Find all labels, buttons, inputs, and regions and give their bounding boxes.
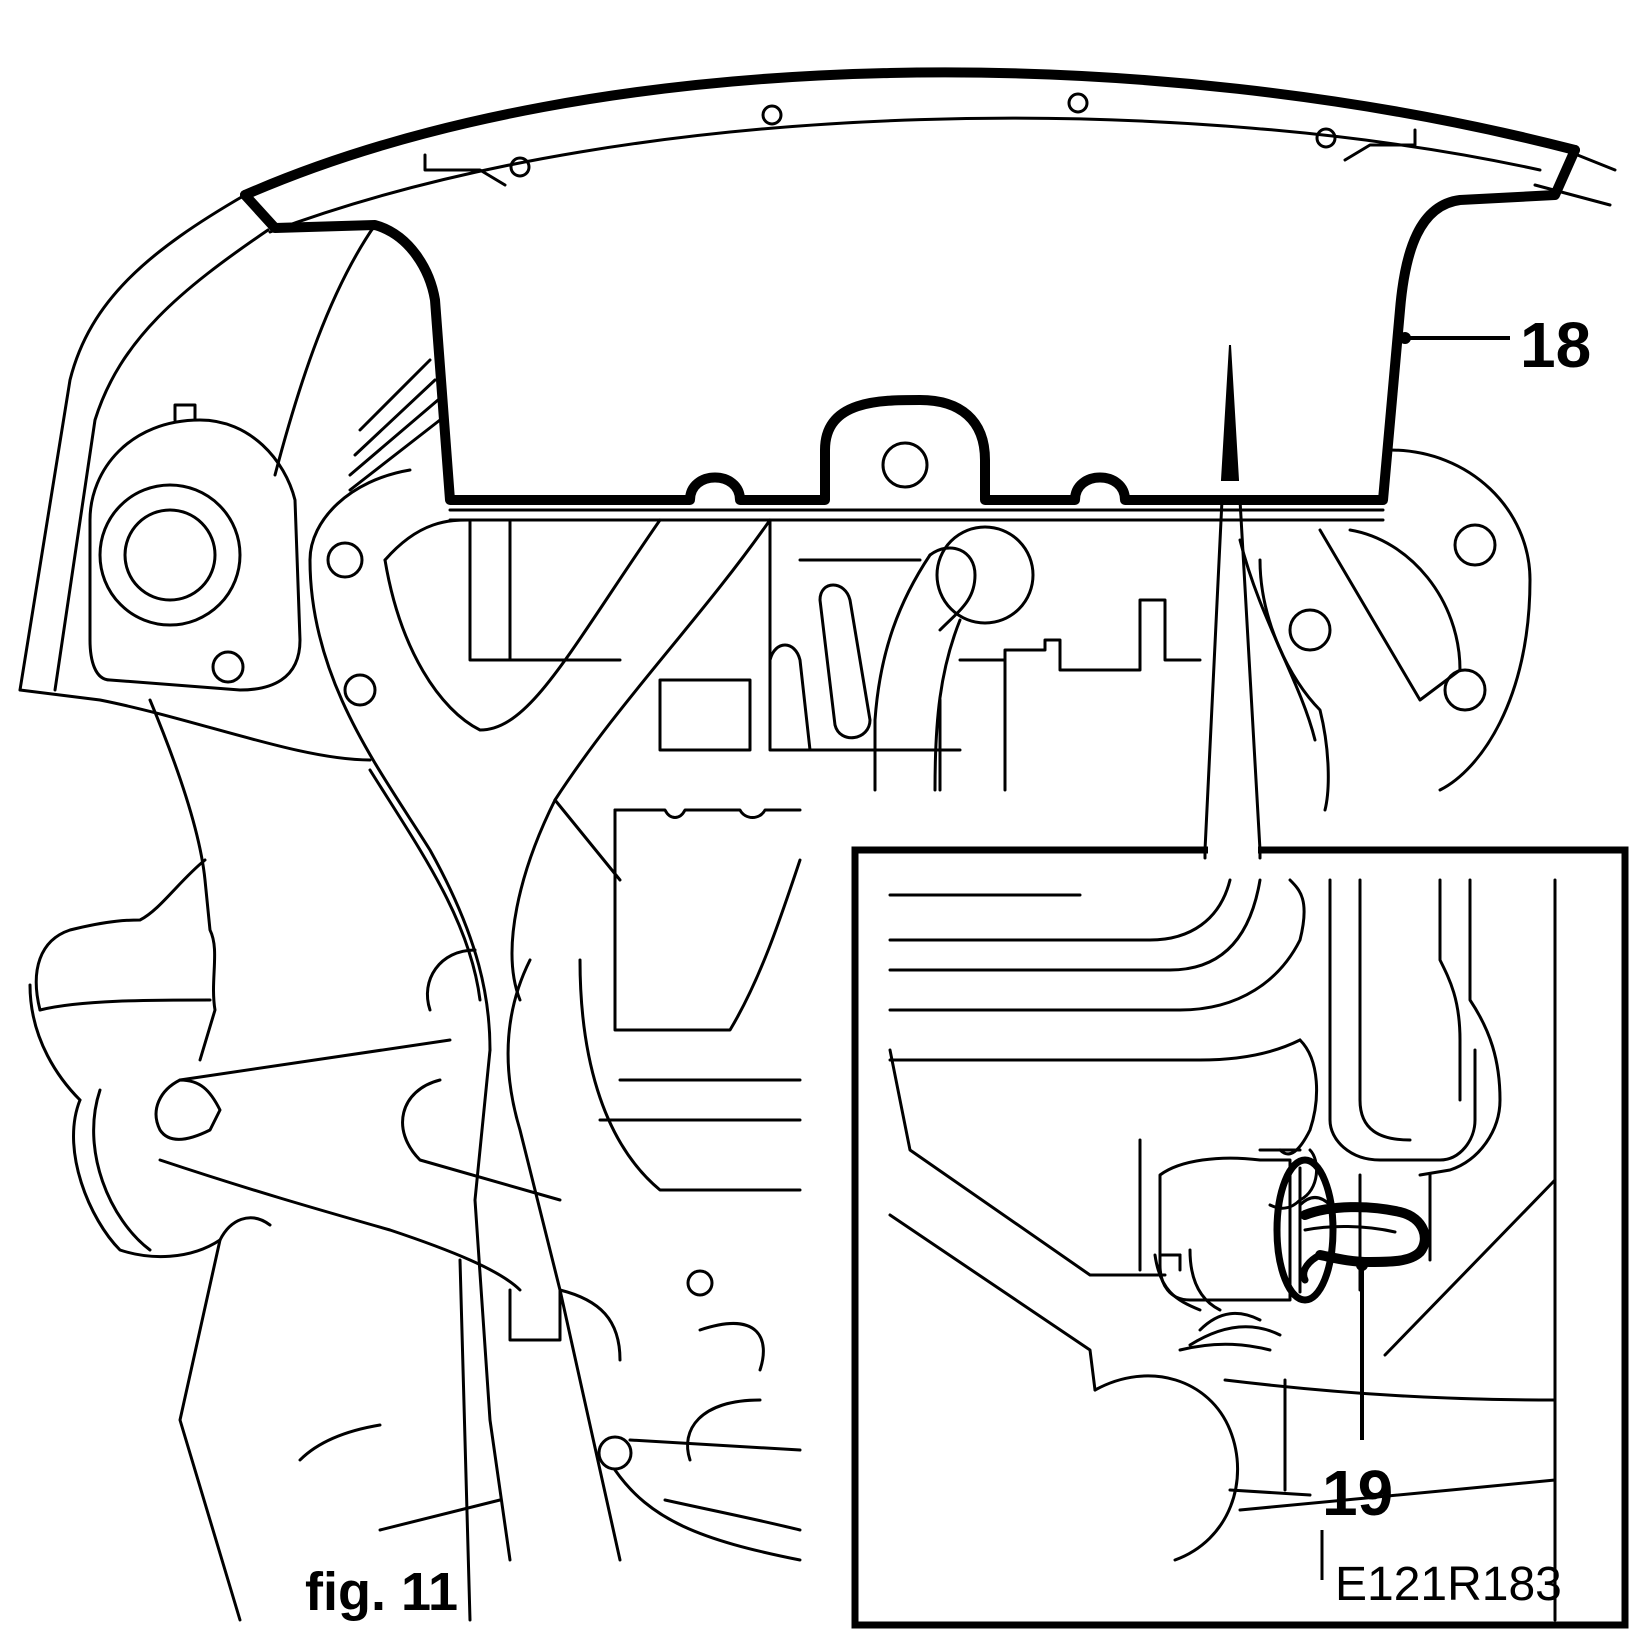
callout-label-19: 19 [1322,1457,1393,1529]
splash-shield-18 [240,145,1580,522]
figure-caption: fig. 11 [305,1562,458,1622]
detail-pointer [1203,344,1262,852]
wheel-arch-outline [18,67,1617,762]
detail-inset [851,845,1629,1629]
callout-19-leader [1356,1259,1368,1440]
figure-reference-code: E121R183 [1335,1558,1562,1611]
engine-components [401,518,1202,1562]
hub-assembly [88,223,377,692]
subframe [308,468,772,1562]
callout-label-18: 18 [1520,309,1591,381]
right-brake-assembly [1238,448,1532,812]
callout-18-leader [1399,332,1510,344]
steering-knuckle [28,698,562,1622]
